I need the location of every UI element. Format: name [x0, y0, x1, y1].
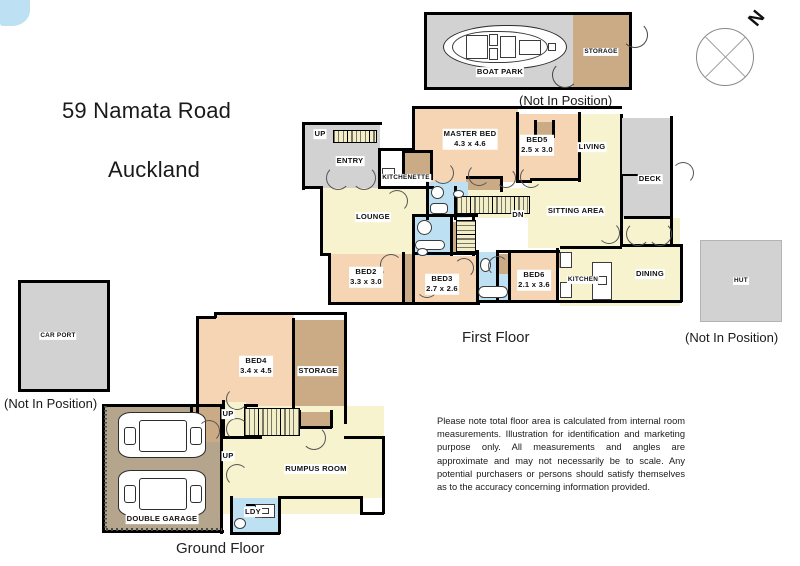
room-label-storage: STORAGE	[297, 366, 339, 376]
room-label-master-bed: MASTER BED 4.3 x 4.6	[442, 128, 498, 150]
room-label-deck: DECK	[637, 174, 663, 184]
room-label-car-port: CAR PORT	[39, 331, 77, 341]
compass-rose-icon: N	[696, 5, 768, 86]
room-label-kitchenette: KITCHENETTE	[381, 173, 431, 183]
room-label-bed6: BED6 2.1 x 3.6	[517, 269, 551, 291]
room-label-bed3: BED3 2.7 x 2.6	[425, 273, 459, 295]
room-label-boat-park: BOAT PARK	[475, 67, 525, 77]
room-label-boat-park-storage: STORAGE	[583, 47, 619, 57]
room-label-up-lower: UP	[221, 451, 235, 461]
room-label-double-garage: DOUBLE GARAGE	[125, 514, 199, 524]
room-label-rumpus-room: RUMPUS ROOM	[284, 464, 348, 474]
not-in-position-boat-park: (Not In Position)	[519, 93, 613, 108]
room-label-bed2: BED2 3.3 x 3.0	[349, 266, 383, 288]
page-title-city: Auckland	[108, 157, 201, 182]
room-label-sitting-area: SITTING AREA	[546, 206, 606, 216]
room-label-entry: ENTRY	[335, 156, 365, 166]
room-label-kitchen: KITCHEN	[566, 275, 600, 285]
first-floor-plan: UP ENTRY KITCHENETTE LOUNGE MASTER BED 4…	[0, 0, 800, 306]
not-in-position-hut: (Not In Position)	[685, 330, 779, 345]
first-floor-caption: First Floor	[462, 329, 530, 346]
room-label-dn-stairs: DN	[511, 210, 525, 220]
room-label-up-entry: UP	[313, 129, 327, 139]
room-label-lounge: LOUNGE	[355, 212, 391, 222]
not-in-position-car-port: (Not In Position)	[4, 396, 98, 411]
room-label-bed4: BED4 3.4 x 4.5	[239, 355, 273, 377]
ground-floor-caption: Ground Floor	[176, 540, 265, 557]
room-label-laundry: LDY	[244, 507, 262, 517]
page-title-address: 59 Namata Road	[62, 98, 232, 123]
room-label-bed5: BED5 2.5 x 3.0	[520, 134, 554, 156]
room-label-hut: HUT	[733, 276, 749, 286]
room-label-up-upper: UP	[221, 409, 235, 419]
disclaimer-text: Please note total floor area is calculat…	[437, 416, 685, 492]
room-label-dining: DINING	[634, 269, 666, 279]
room-label-living: LIVING	[577, 142, 607, 152]
